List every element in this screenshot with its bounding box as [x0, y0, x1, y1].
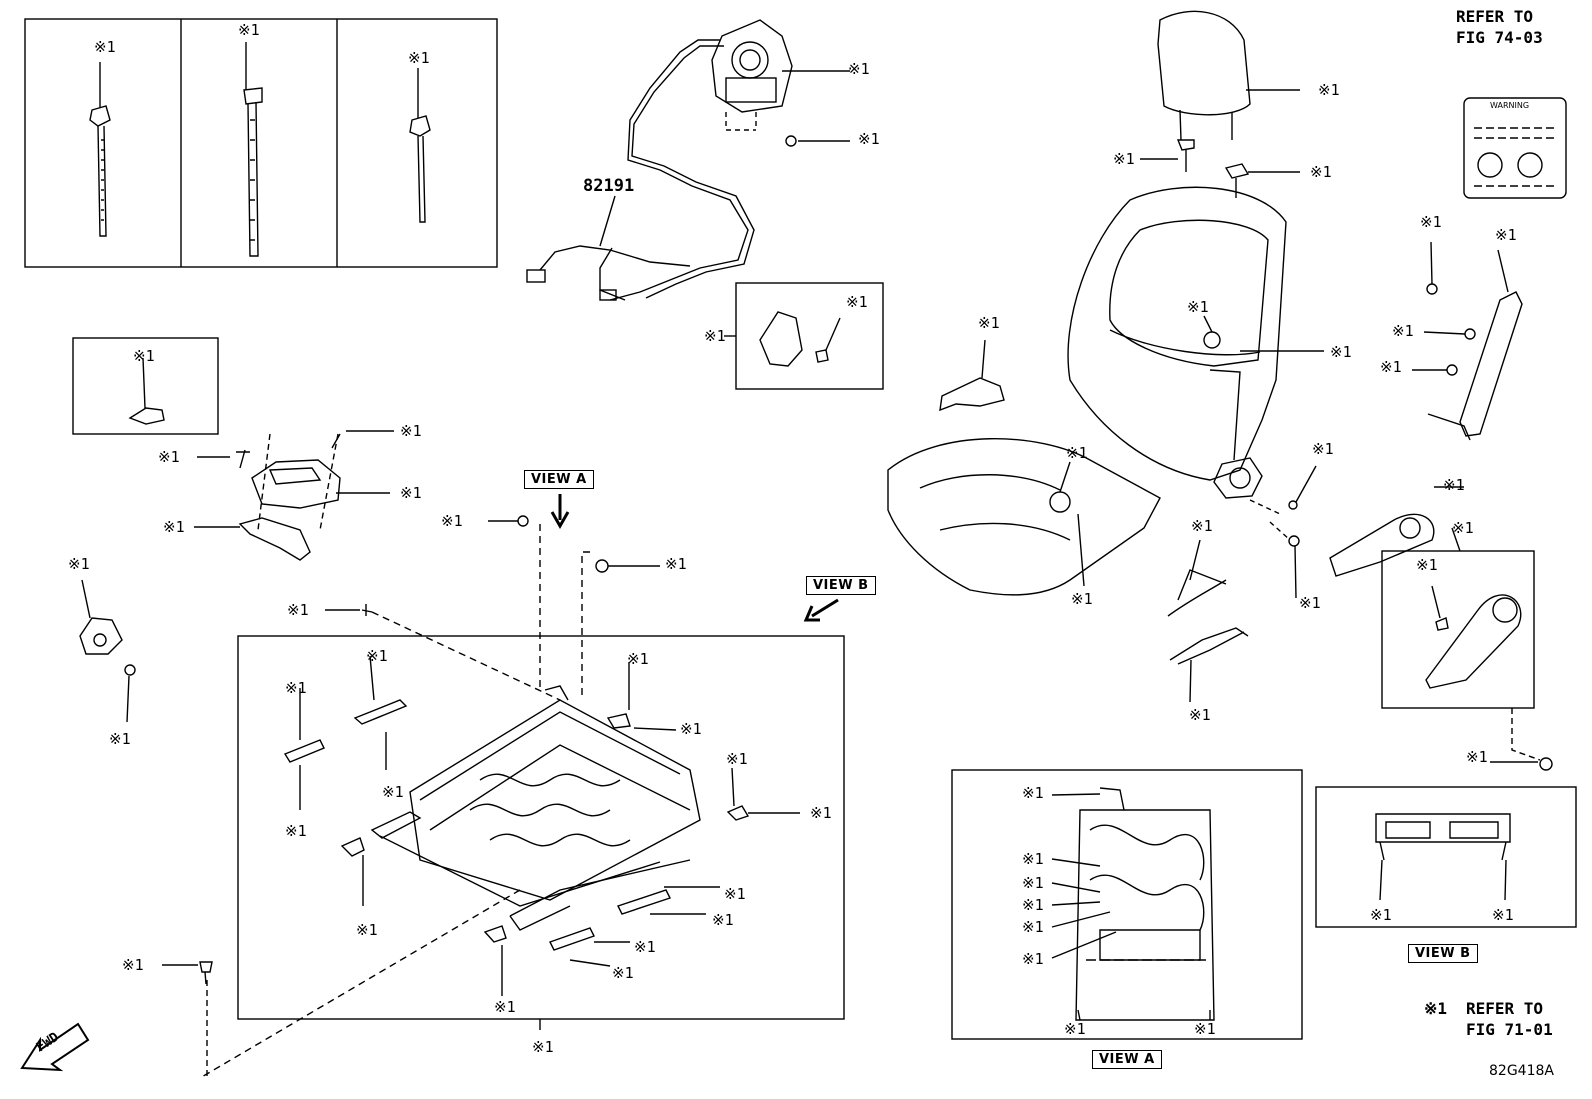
bolts	[162, 494, 839, 985]
callout-marker: ※1	[726, 750, 748, 768]
callout-marker: ※1	[1370, 906, 1392, 924]
callout-marker: ※1	[1113, 150, 1135, 168]
view-a-box	[951, 769, 1303, 1040]
callout-marker: ※1	[1416, 556, 1438, 574]
callout-marker: ※1	[285, 822, 307, 840]
callout-marker: ※1	[1495, 226, 1517, 244]
view-a-tag-bottom: VIEW A	[1092, 1050, 1162, 1069]
view-b-box	[1315, 786, 1577, 928]
headrest	[1140, 10, 1300, 198]
callout-marker: ※1	[68, 555, 90, 573]
callout-marker: ※1	[1443, 476, 1465, 494]
callout-marker: ※1	[1071, 590, 1093, 608]
callout-marker: ※1	[1299, 594, 1321, 612]
figure-code: 82G418A	[1489, 1063, 1554, 1079]
callout-marker: ※1	[1310, 163, 1332, 181]
callout-marker: ※1	[400, 422, 422, 440]
view-b-tag-bottom: VIEW B	[1408, 944, 1478, 963]
recline-lever	[1329, 486, 1464, 577]
warning-label-text: WARNING	[1490, 101, 1530, 110]
callout-marker: ※1	[1312, 440, 1334, 458]
tilt-mechanism	[194, 430, 394, 561]
callout-marker: ※1	[724, 885, 746, 903]
refer-fig-74-line1: REFER TO	[1456, 7, 1534, 26]
callout-marker: ※1	[1022, 784, 1044, 802]
callout-marker: ※1	[1392, 322, 1414, 340]
callout-marker: ※1	[400, 484, 422, 502]
callout-marker: ※1	[1492, 906, 1514, 924]
callout-marker: ※1	[238, 21, 260, 39]
callout-marker: ※1	[1022, 896, 1044, 914]
callout-marker: ※1	[1380, 358, 1402, 376]
callout-marker: ※1	[494, 998, 516, 1016]
callout-marker: ※1	[810, 804, 832, 822]
callout-marker: ※1	[408, 49, 430, 67]
callout-marker: ※1	[848, 60, 870, 78]
view-a-tag-top: VIEW A	[524, 470, 594, 489]
part-number-label: 82191	[583, 176, 635, 196]
callout-marker: ※1	[1194, 1020, 1216, 1038]
callout-marker: ※1	[382, 783, 404, 801]
callout-marker: ※1	[1420, 213, 1442, 231]
callout-marker: ※1	[1064, 1020, 1086, 1038]
callout-marker: ※1	[1189, 706, 1211, 724]
callout-marker: ※1	[366, 647, 388, 665]
callout-marker: ※1	[1191, 517, 1213, 535]
wire-harness	[526, 19, 850, 301]
seat-back	[1067, 186, 1324, 481]
refer-fig-74-line2: FIG 74-03	[1456, 28, 1543, 47]
seat-cushion	[887, 438, 1161, 596]
callout-marker: ※1	[1022, 918, 1044, 936]
clip-box-left	[72, 337, 219, 435]
callout-marker: ※1	[712, 911, 734, 929]
callout-marker: ※1	[356, 921, 378, 939]
callout-marker: ※1	[846, 293, 868, 311]
callout-marker: ※1	[133, 347, 155, 365]
callout-marker: ※1	[1187, 298, 1209, 316]
callout-marker: ※1	[158, 448, 180, 466]
callout-marker: ※1	[978, 314, 1000, 332]
callout-marker: ※1	[1022, 950, 1044, 968]
callout-marker: ※1	[627, 650, 649, 668]
seat-wires	[1167, 539, 1249, 703]
callout-marker: ※1	[680, 720, 702, 738]
side-shield	[1412, 241, 1523, 441]
recliner	[1213, 457, 1317, 599]
callout-marker: ※1	[94, 38, 116, 56]
warning-label	[1463, 97, 1567, 199]
clip-panel	[24, 18, 498, 268]
callout-marker: ※1	[163, 518, 185, 536]
seat-track-box	[199, 524, 845, 1079]
callout-marker: ※1	[858, 130, 880, 148]
cover-box	[1381, 527, 1553, 771]
bracket-box	[724, 282, 884, 390]
callout-marker: ※1	[704, 327, 726, 345]
callout-marker: ※1	[1466, 748, 1488, 766]
view-b-tag-top: VIEW B	[806, 576, 876, 595]
callout-marker: ※1	[1330, 343, 1352, 361]
refer-fig-71-line2: FIG 71-01	[1466, 1020, 1553, 1039]
callout-marker: ※1	[1318, 81, 1340, 99]
callout-marker: ※1	[1066, 444, 1088, 462]
refer-fig-71-mark: ※1	[1424, 999, 1448, 1018]
callout-marker: ※1	[285, 679, 307, 697]
refer-fig-71-line1: REFER TO	[1466, 999, 1544, 1018]
side-bracket	[79, 579, 136, 723]
callout-marker: ※1	[122, 956, 144, 974]
callout-marker: ※1	[1022, 874, 1044, 892]
callout-marker: ※1	[634, 938, 656, 956]
callout-marker: ※1	[287, 601, 309, 619]
callout-marker: ※1	[441, 512, 463, 530]
callout-marker: ※1	[665, 555, 687, 573]
callout-marker: ※1	[1452, 519, 1474, 537]
callout-marker: ※1	[532, 1038, 554, 1056]
callout-marker: ※1	[1022, 850, 1044, 868]
fwd-arrow	[20, 1022, 90, 1072]
callout-marker: ※1	[612, 964, 634, 982]
trim-piece	[939, 339, 1005, 412]
callout-marker: ※1	[109, 730, 131, 748]
